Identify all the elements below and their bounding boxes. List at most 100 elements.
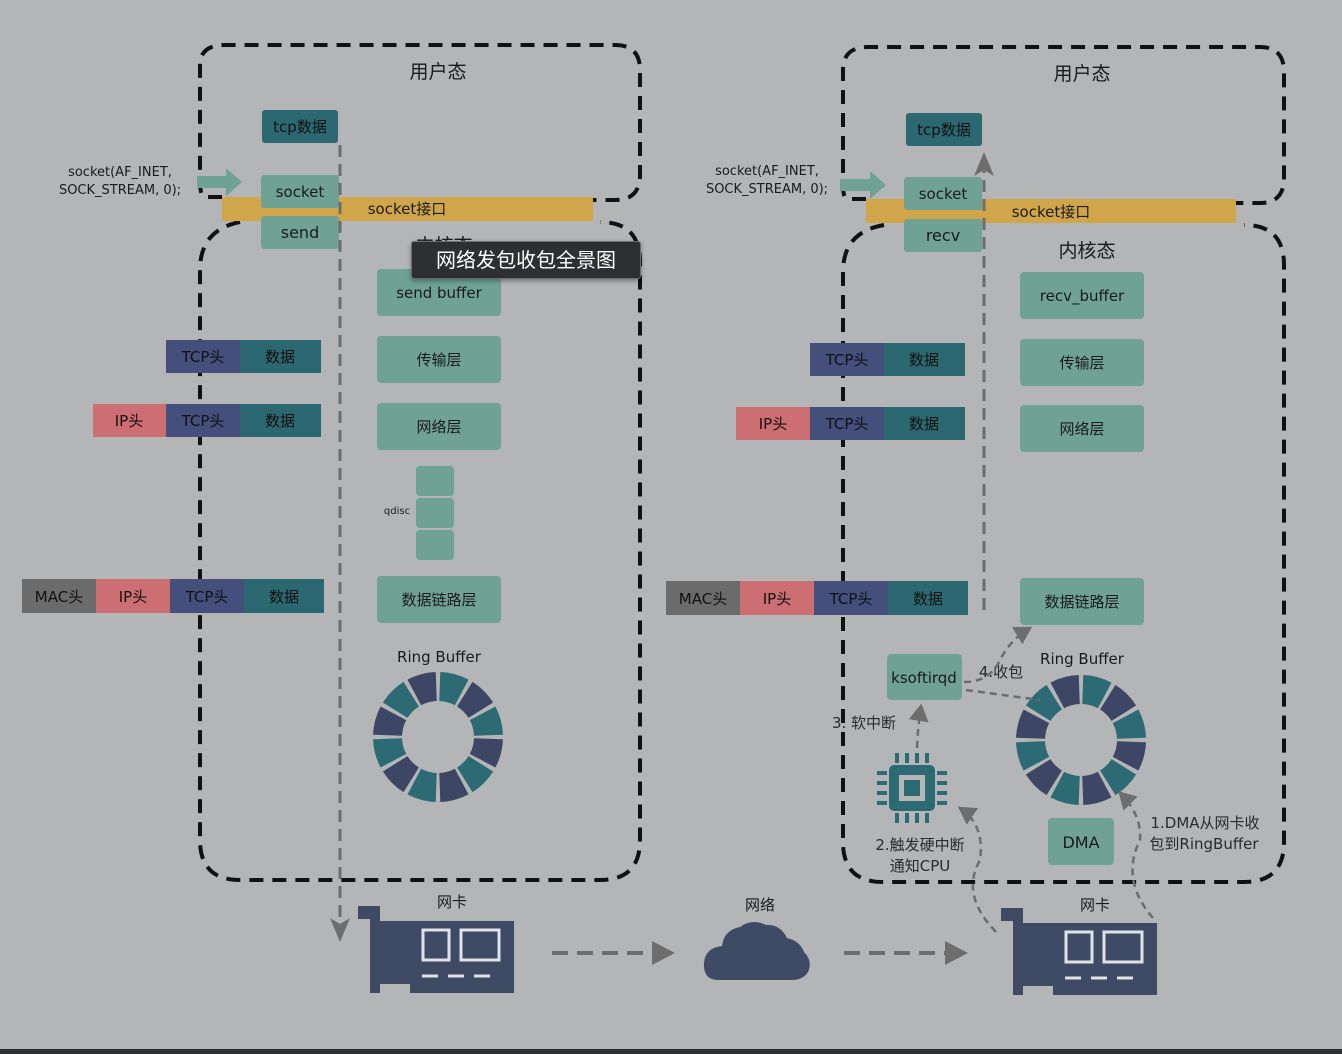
receiver-data-flow-arrowhead — [974, 152, 994, 176]
sender-ring-buffer-segment — [382, 681, 419, 718]
receiver-socket-label: socket — [919, 185, 968, 203]
sender-qdisc-slot-2 — [416, 498, 454, 528]
sender-send-buffer-label: send buffer — [396, 284, 482, 302]
receiver-ksoftirqd-label: ksoftirqd — [891, 669, 957, 687]
network-link: 网络 — [552, 896, 968, 980]
sender-ring-buffer-segment — [469, 706, 503, 736]
receiver-pkt3-ip-header-label: IP头 — [763, 590, 791, 608]
sender-qdisc-slot-1 — [416, 466, 454, 496]
receiver-pkt3-data-label: 数据 — [913, 590, 943, 608]
receiver-recv-buffer-label: recv_buffer — [1040, 287, 1125, 306]
sender-transport-layer-label: 传输层 — [416, 351, 461, 369]
receiver-ring-buffer-segment — [1082, 675, 1112, 709]
nic-to-cloud-arrowhead — [652, 941, 675, 965]
sender-pkt3-mac-header-label: MAC头 — [35, 588, 83, 606]
receiver-recv-buffer-block — [1020, 272, 1144, 319]
sender-user-space-border — [198, 43, 642, 202]
sender-pkt3-tcp-header — [170, 579, 244, 613]
receiver-pkt1-data-label: 数据 — [909, 351, 939, 369]
receiver-packet-row-2: IP头 TCP头 数据 — [736, 407, 965, 440]
sender-pkt3-data-label: 数据 — [269, 588, 299, 606]
receiver-pkt3-data — [888, 581, 968, 615]
receiver-ring-buffer-label: Ring Buffer — [1040, 650, 1125, 668]
sender-pkt2-data-label: 数据 — [265, 412, 295, 430]
sender-socket-block — [261, 175, 339, 208]
receiver-ring-buffer-segment — [1016, 741, 1050, 771]
sender-pkt1-tcp-header-label: TCP头 — [181, 348, 225, 366]
receiver-ring-buffer-segment — [1050, 675, 1080, 709]
sender-ring-buffer-segment — [439, 768, 469, 802]
sender-pkt3-data — [244, 579, 324, 613]
sender-send-label: send — [281, 223, 319, 242]
sender-pkt2-ip-header — [93, 404, 166, 437]
receiver-socket-call-line1: socket(AF_INET, — [715, 164, 819, 179]
sender-pkt1-data-label: 数据 — [265, 348, 295, 366]
receiver-pkt3-mac-header-label: MAC头 — [679, 590, 727, 608]
receiver-kernel-space-border — [841, 223, 1286, 884]
receiver-step4-label: 4.收包 — [979, 663, 1023, 681]
sender-link-layer-label: 数据链路层 — [401, 591, 476, 609]
receiver-pkt3-ip-header — [740, 581, 814, 615]
receiver-step4-arrow — [963, 626, 1033, 684]
receiver-tcp-data-label: tcp数据 — [917, 121, 971, 139]
receiver-pkt1-data — [884, 343, 965, 376]
sender-socket-call-line2: SOCK_STREAM, 0); — [59, 183, 181, 198]
receiver-ring-buffer-segment — [1050, 771, 1080, 805]
receiver-step1-line2: 包到RingBuffer — [1149, 835, 1259, 853]
sender-ring-buffer-segment — [469, 738, 503, 768]
sender-ring-buffer-segment — [439, 672, 469, 706]
sender-pkt2-tcp-header-label: TCP头 — [181, 412, 225, 430]
receiver-network-layer-block — [1020, 405, 1144, 452]
receiver-ring-buffer — [1016, 675, 1146, 805]
receiver-pkt3-tcp-header-label: TCP头 — [829, 590, 873, 608]
receiver-pkt3-tcp-header — [814, 581, 888, 615]
receiver-step3-arrow — [908, 703, 929, 749]
sender-network-layer-label: 网络层 — [416, 418, 461, 436]
sender-pkt3-tcp-header-label: TCP头 — [185, 588, 229, 606]
receiver-recv-label: recv — [926, 226, 960, 245]
receiver-nic-label: 网卡 — [1080, 896, 1110, 914]
receiver-dma-label: DMA — [1062, 833, 1099, 852]
sender-send-buffer-block — [377, 269, 501, 316]
receiver-user-space-title: 用户态 — [1053, 63, 1110, 85]
sender-packet-row-3: MAC头 IP头 TCP头 数据 — [22, 579, 324, 613]
sender-ring-buffer-segment — [407, 672, 437, 706]
sender-packet-row-2: IP头 TCP头 数据 — [93, 404, 321, 437]
receiver-ring-buffer-segment — [1112, 709, 1146, 739]
receiver-link-layer-label: 数据链路层 — [1044, 593, 1119, 611]
receiver-step2-line2: 通知CPU — [890, 857, 951, 875]
sender-pkt3-ip-header-label: IP头 — [119, 588, 147, 606]
receiver-pkt2-ip-header-label: IP头 — [759, 415, 787, 433]
sender-pkt1-data — [240, 340, 321, 373]
sender-socket-label: socket — [276, 183, 325, 201]
receiver-side: 用户态 内核态 socket(AF_INET, SOCK_STREAM, 0);… — [666, 45, 1286, 995]
sender-send-block — [261, 216, 339, 249]
sender-ring-buffer — [373, 672, 503, 802]
receiver-transport-layer-block — [1020, 339, 1144, 386]
sender-ring-buffer-segment — [382, 756, 419, 793]
sender-side: 用户态 内核态 socket(AF_INET, SOCK_STREAM, 0);… — [22, 43, 642, 993]
receiver-step1-arrow — [1118, 791, 1154, 919]
receiver-step2-arrow — [957, 806, 997, 933]
bottom-edge-bar — [0, 1049, 1342, 1054]
sender-link-layer-block — [377, 576, 501, 623]
sender-ring-buffer-segment — [373, 706, 407, 736]
sender-network-layer-block — [377, 403, 501, 450]
receiver-dma-block — [1048, 818, 1114, 865]
receiver-step3-label: 3. 软中断 — [832, 714, 896, 732]
sender-kernel-space-border — [198, 220, 642, 882]
receiver-nic-icon — [1001, 908, 1157, 995]
sender-ring-buffer-segment — [407, 768, 437, 802]
sender-data-flow-arrowhead — [330, 918, 350, 942]
receiver-pkt2-tcp-header-label: TCP头 — [825, 415, 869, 433]
receiver-pkt3-mac-header — [666, 581, 740, 615]
receiver-ring-buffer-segment — [1100, 759, 1137, 796]
receiver-step2-line1: 2.触发硬中断 — [875, 836, 964, 854]
receiver-ksoftirqd-block — [887, 654, 962, 700]
receiver-ring-buffer-segment — [1112, 741, 1146, 771]
receiver-socket-interface-label: socket接口 — [1012, 203, 1091, 221]
cloud-to-nic-arrowhead — [945, 941, 968, 965]
receiver-cpu-chip-icon — [877, 753, 947, 823]
receiver-transport-layer-label: 传输层 — [1059, 354, 1104, 372]
sender-socket-call-line1: socket(AF_INET, — [68, 165, 172, 180]
